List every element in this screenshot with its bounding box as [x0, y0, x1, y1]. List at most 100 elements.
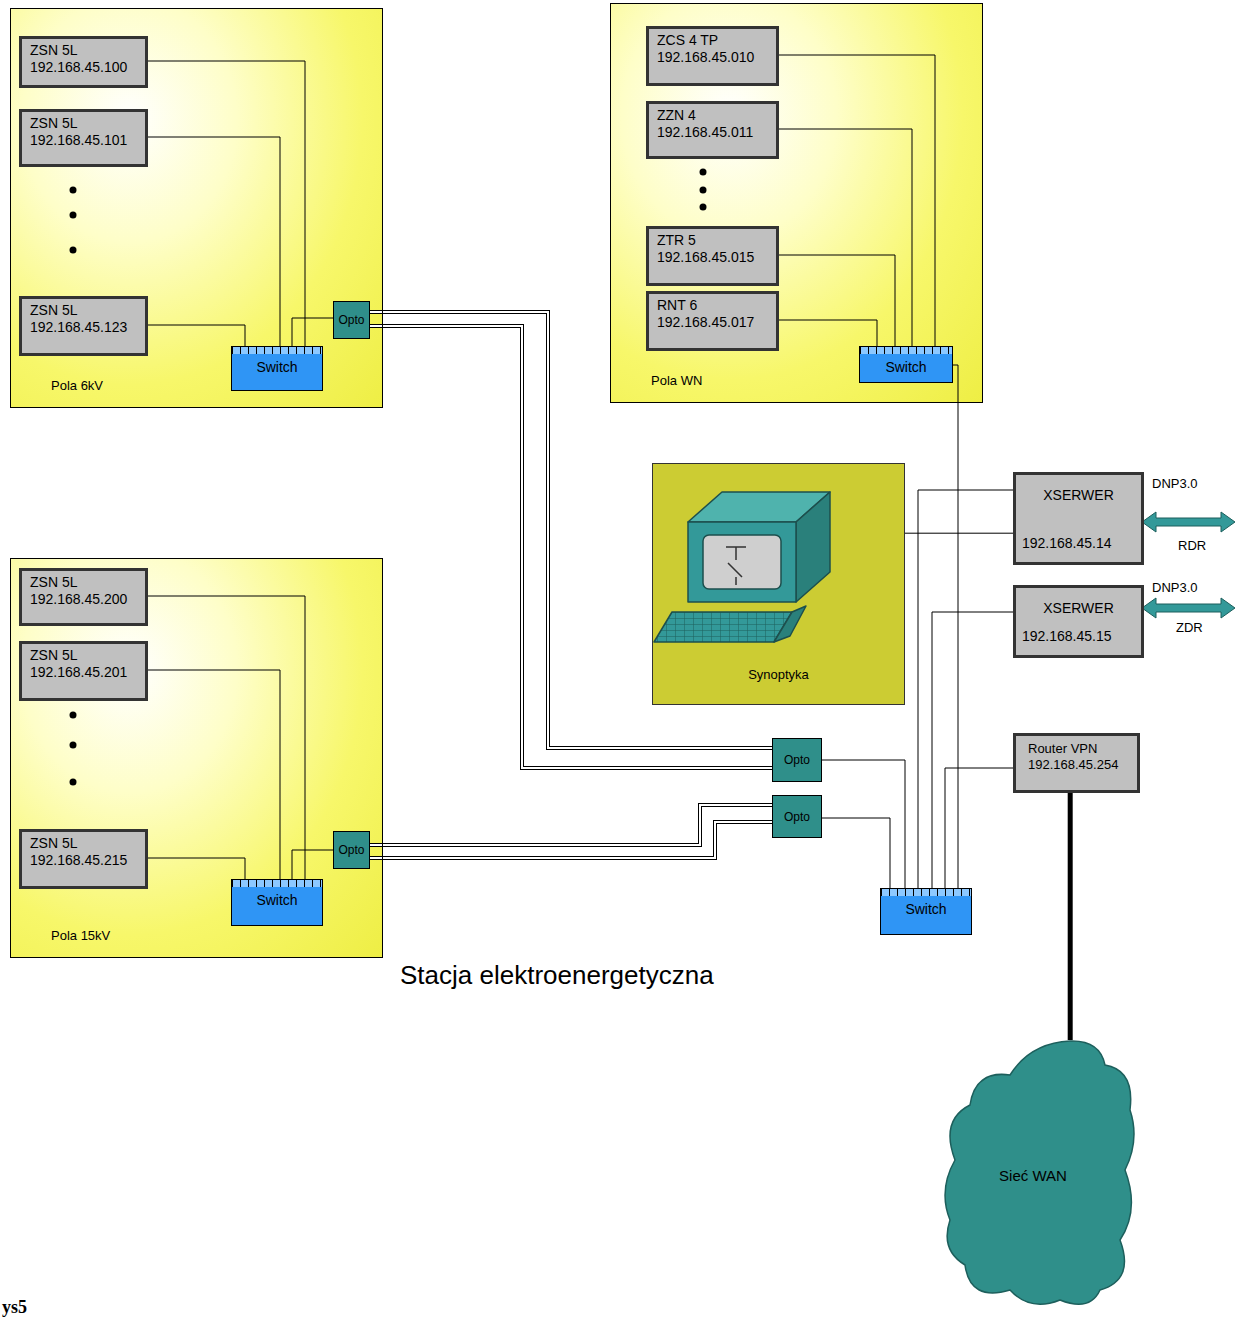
opto-converter: Opto: [333, 831, 370, 869]
ethernet-link: [292, 318, 333, 346]
link-line: [779, 255, 895, 346]
switch-box: Switch: [231, 879, 323, 926]
node-text: 192.168.45.215: [30, 852, 127, 869]
ethernet-link: [148, 596, 305, 879]
node-text: ZTR 5: [657, 232, 696, 249]
field-bay: Pola 6kVZSN 5L192.168.45.100ZSN 5L192.16…: [10, 8, 383, 408]
link-line: [1068, 793, 1073, 1040]
switch-box: Switch: [859, 346, 953, 383]
switch-box: Switch: [880, 888, 972, 935]
link-line: [148, 596, 305, 879]
ethernet-link: [148, 137, 280, 346]
fiber-link: [370, 805, 772, 845]
link-line: [370, 822, 772, 858]
figure-number: ys5: [2, 1297, 27, 1318]
hmi-station: Synoptyka: [652, 463, 905, 705]
ethernet-link: [779, 55, 935, 346]
link-line: [370, 805, 772, 845]
node-text: 192.168.45.200: [30, 591, 127, 608]
node-text: Pola WN: [651, 373, 982, 388]
opto-converter: Opto: [772, 738, 822, 782]
node-text: Router VPN: [1028, 741, 1097, 757]
node-text: XSERWER: [1043, 600, 1114, 617]
node-text: 192.168.45.017: [657, 314, 754, 331]
link-line: [148, 670, 280, 879]
link-line: [822, 818, 890, 888]
node-text: ZSN 5L: [30, 835, 77, 852]
opto-converter: Opto: [772, 795, 822, 838]
ethernet-link: [148, 670, 280, 879]
server-box: XSERWER 192.168.45.15: [1013, 585, 1144, 658]
node-text: 192.168.45.201: [30, 664, 127, 681]
switch-box: Switch: [231, 346, 323, 391]
computer-icon: [654, 492, 830, 642]
link-line: [148, 137, 280, 346]
node-text: Switch: [885, 359, 926, 375]
link-line: [822, 760, 905, 888]
node-text: Pola 6kV: [51, 378, 382, 393]
field-bay: Pola WN ZCS 4 TP192.168.45.010ZZN 4192.16…: [610, 3, 983, 403]
ethernet-link: [945, 768, 1013, 888]
ethernet-link: [822, 818, 890, 888]
relay-box: ZCS 4 TP192.168.45.010: [646, 26, 779, 86]
node-text: ZSN 5L: [30, 647, 77, 664]
protocol-label: ZDR: [1176, 620, 1203, 635]
ethernet-link: [779, 129, 912, 346]
link-line: [953, 365, 958, 888]
link-line: [905, 533, 1013, 534]
link-line: [918, 490, 1013, 888]
relay-box: ZSN 5L192.168.45.100: [19, 36, 148, 88]
relay-box: ZZN 4192.168.45.011: [646, 101, 779, 159]
relay-box: RNT 6192.168.45.017: [646, 291, 779, 351]
node-text: 192.168.45.010: [657, 49, 754, 66]
field-bay: Pola 15kVZSN 5L192.168.45.200ZSN 5L192.1…: [10, 558, 383, 958]
protocol-label: RDR: [1178, 538, 1206, 553]
node-text: ZSN 5L: [30, 115, 77, 132]
node-text: ZSN 5L: [30, 574, 77, 591]
node-text: ZSN 5L: [30, 302, 77, 319]
node-text: Pola 15kV: [51, 928, 382, 943]
node-text: Opto: [784, 753, 810, 767]
relay-box: ZSN 5L192.168.45.215: [19, 829, 148, 889]
ethernet-link: [822, 760, 905, 888]
link-line: [292, 318, 333, 346]
server-box: XSERWER 192.168.45.14: [1013, 472, 1144, 565]
node-text: 192.168.45.011: [657, 124, 753, 141]
wan-link: [1070, 793, 1071, 1040]
ethernet-link: [918, 490, 1013, 888]
ethernet-link: [953, 365, 958, 888]
wan-cloud: Sieć WAN: [940, 1040, 1140, 1310]
node-text: XSERWER: [1043, 487, 1114, 504]
link-line: [779, 55, 935, 346]
link-line: [292, 850, 333, 879]
ethernet-link: [905, 533, 1013, 534]
node-text: Opto: [338, 313, 364, 327]
link-line: [148, 858, 245, 879]
node-text: Switch: [256, 892, 297, 908]
ethernet-link: [148, 61, 305, 346]
relay-box: ZTR 5192.168.45.015: [646, 226, 779, 286]
node-text: Synoptyka: [748, 667, 809, 682]
link-line: [370, 805, 772, 845]
node-text: ZCS 4 TP: [657, 32, 718, 49]
node-text: ZSN 5L: [30, 42, 77, 59]
node-text: 192.168.45.15: [1022, 628, 1135, 645]
node-text: 192.168.45.14: [1022, 535, 1135, 552]
node-text: Opto: [338, 843, 364, 857]
protocol-label: DNP3.0: [1152, 476, 1198, 491]
node-text: 192.168.45.123: [30, 319, 127, 336]
fiber-link: [370, 822, 772, 858]
node-text: Sieć WAN: [999, 1167, 1067, 1184]
ethernet-link: [148, 325, 245, 346]
ethernet-link: [779, 320, 877, 346]
link-line: [932, 612, 1013, 888]
node-text: Switch: [905, 901, 946, 917]
relay-box: ZSN 5L192.168.45.200: [19, 568, 148, 626]
relay-box: ZSN 5L192.168.45.123: [19, 296, 148, 356]
router-box: Router VPN192.168.45.254: [1013, 733, 1140, 793]
cloud-shape: [945, 1041, 1134, 1304]
opto-converter: Opto: [333, 301, 370, 339]
node-text: RNT 6: [657, 297, 697, 314]
node-text: Switch: [256, 359, 297, 375]
